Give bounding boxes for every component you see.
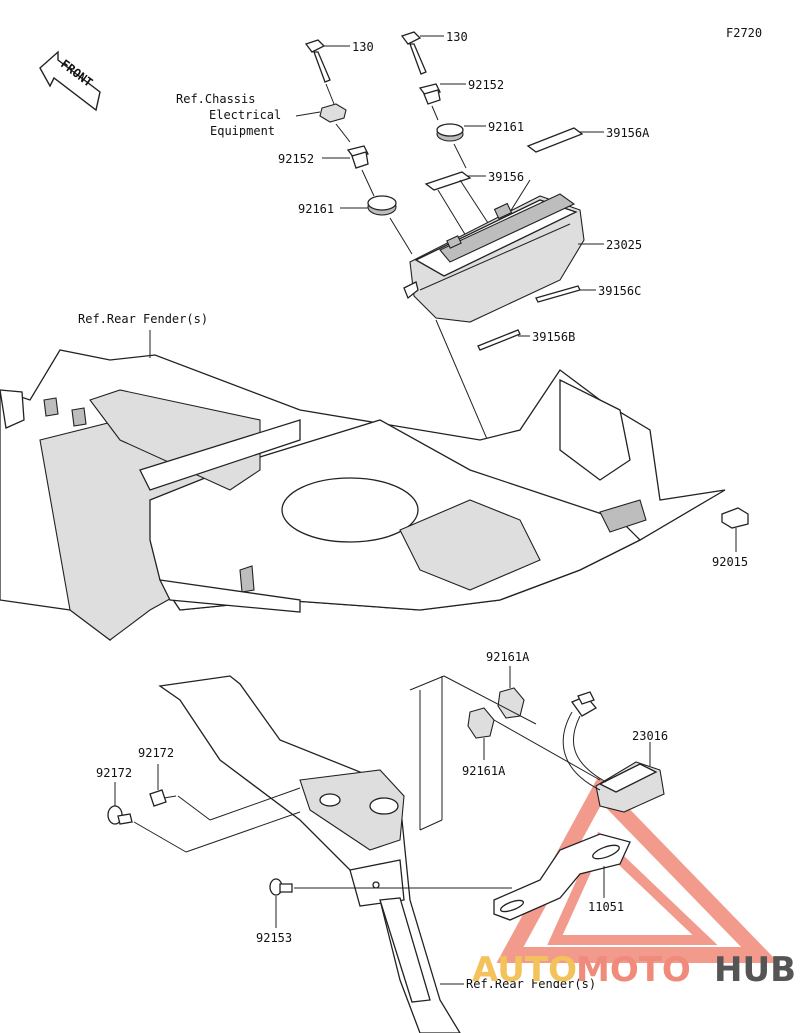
label-39156B: 39156B [532, 330, 575, 344]
bolt-92172-a [149, 764, 301, 821]
label-92172-b: 92172 [96, 766, 132, 780]
bolt-92172-b [107, 782, 301, 853]
label-92161A-top: 92161A [486, 650, 530, 664]
label-92161-left: 92161 [298, 202, 334, 216]
label-39156A: 39156A [606, 126, 650, 140]
label-11051: 11051 [588, 900, 624, 914]
label-39156C: 39156C [598, 284, 641, 298]
watermark-hub: HUB [714, 950, 796, 990]
label-92161-right: 92161 [488, 120, 524, 134]
label-39156: 39156 [488, 170, 524, 184]
pad-39156A [526, 127, 584, 153]
hardware-stack-right [400, 31, 486, 169]
label-92015: 92015 [712, 555, 748, 569]
watermark-text: AUTO MOTO HUB [472, 950, 796, 990]
bracket-11051 [493, 833, 631, 921]
label-23025: 23025 [606, 238, 642, 252]
label-23016: 23016 [632, 729, 668, 743]
figure-code: F2720 [726, 26, 762, 40]
front-arrow-icon: FRONT [39, 50, 101, 112]
label-ref-rear-fender-bottom: Ref.Rear Fender(s) [466, 977, 596, 991]
license-bracket-stay [158, 675, 461, 1033]
label-92152-right: 92152 [468, 78, 504, 92]
label-130-left: 130 [352, 40, 374, 54]
clip-92015 [721, 507, 749, 552]
label-92161A-bottom: 92161A [462, 764, 506, 778]
license-lamp-23016 [562, 691, 665, 813]
watermark-auto: AUTO [472, 950, 577, 990]
label-130-right: 130 [446, 30, 468, 44]
grommet-92161A-bottom [467, 707, 495, 760]
rear-fender-assembly [0, 349, 726, 642]
pad-39156 [424, 171, 472, 191]
grommet-92161A-top [497, 666, 525, 719]
tail-lamp-23025 [403, 193, 604, 517]
watermark-moto: MOTO [576, 950, 691, 990]
label-92153: 92153 [256, 931, 292, 945]
label-ref-chassis-1: Ref.Chassis [176, 92, 255, 106]
label-ref-rear-fender-top: Ref.Rear Fender(s) [78, 312, 208, 326]
label-ref-chassis-2: Electrical [209, 108, 281, 122]
bolt-92153 [269, 878, 512, 928]
label-92172-a: 92172 [138, 746, 174, 760]
label-ref-chassis-3: Equipment [210, 124, 275, 138]
label-92152-left: 92152 [278, 152, 314, 166]
hardware-stack-left [295, 39, 413, 255]
pad-39156B [477, 329, 521, 351]
